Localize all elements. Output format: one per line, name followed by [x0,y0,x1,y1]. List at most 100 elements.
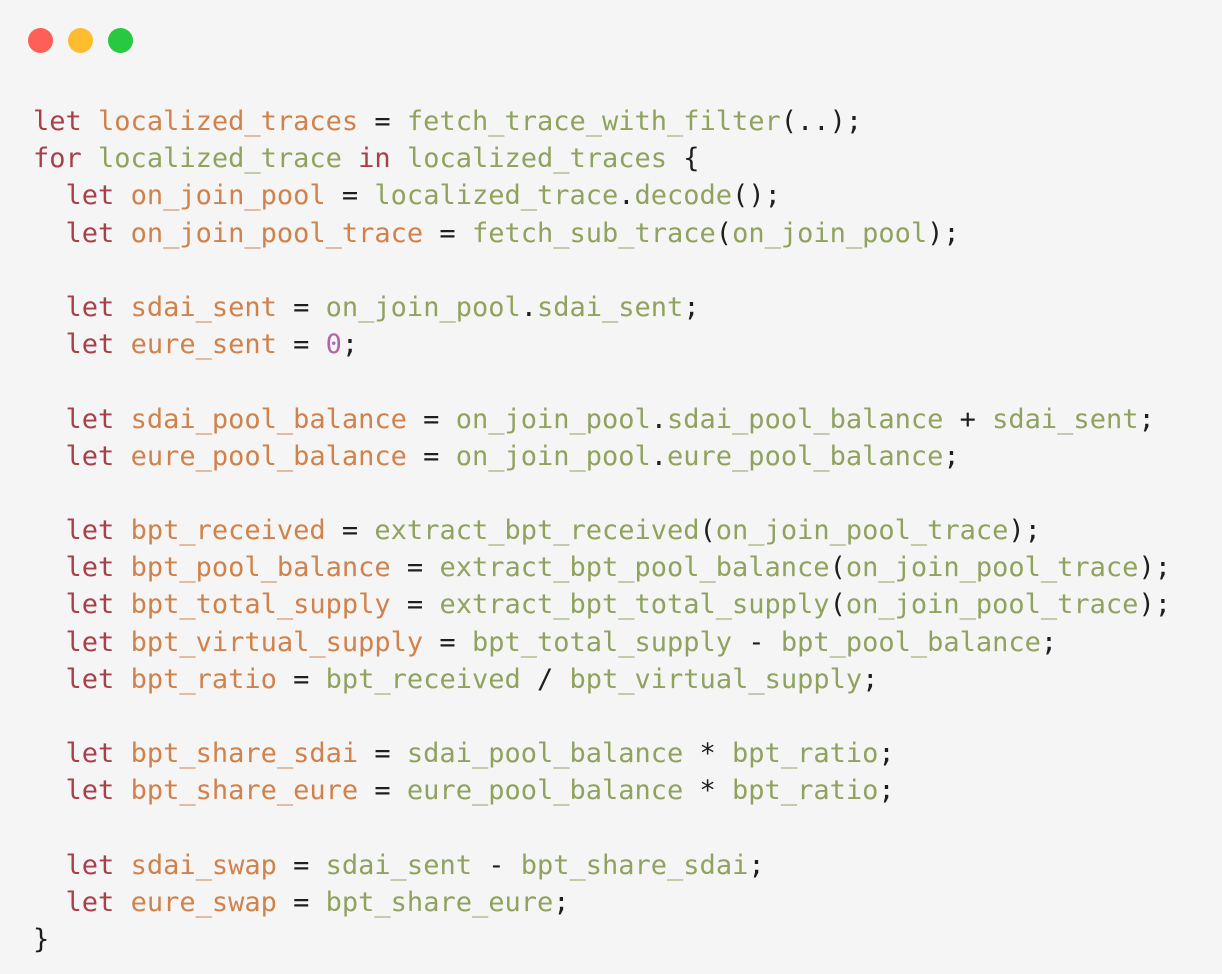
token-punctuation [33,441,66,472]
token-keyword: let [65,738,115,770]
code-line: let eure_pool_balance = on_join_pool.eur… [33,438,1171,475]
token-punctuation: } [33,924,50,956]
window-controls [28,28,133,53]
token-identifier: localized_traces [406,143,668,175]
token-punctuation: = [325,180,375,212]
token-punctuation [114,850,130,881]
code-line: } [33,921,1171,958]
token-identifier: on_join_pool [325,291,521,323]
token-keyword: let [65,291,115,323]
token-punctuation: = [358,775,407,807]
token-punctuation [391,143,407,174]
token-keyword: let [65,515,115,547]
minimize-button[interactable] [68,28,93,53]
token-punctuation [114,552,130,583]
token-identifier: localized_trace [98,143,342,175]
code-line: let sdai_swap = sdai_sent - bpt_share_sd… [33,847,1171,884]
token-keyword: for [33,143,82,175]
token-punctuation: (..); [780,106,863,137]
token-punctuation: = [276,849,326,881]
token-punctuation [33,218,66,249]
token-variable: bpt_share_sdai [130,738,359,770]
token-punctuation [33,627,66,658]
token-keyword: let [65,217,115,249]
token-punctuation [33,552,66,583]
token-keyword: let [65,180,115,212]
code-line [33,698,1171,735]
token-keyword: let [65,886,115,918]
token-punctuation [82,106,98,137]
token-variable: localized_traces [98,106,359,137]
token-punctuation [33,589,66,620]
token-punctuation: ); [1138,552,1171,584]
token-punctuation [342,143,358,174]
token-variable: bpt_ratio [130,663,277,695]
token-punctuation [114,627,130,658]
token-punctuation [33,887,66,918]
token-punctuation [114,775,130,806]
code-line: let sdai_pool_balance = on_join_pool.sda… [33,401,1171,438]
token-variable: eure_swap [130,886,277,918]
token-punctuation: / [520,663,570,695]
token-punctuation: = [276,886,326,918]
token-punctuation: = [325,515,375,547]
token-identifier: bpt_pool_balance [780,626,1041,658]
code-line [33,810,1171,847]
token-punctuation: ; [1040,626,1058,658]
token-punctuation [114,329,130,360]
token-punctuation [114,180,130,211]
token-variable: sdai_swap [130,849,277,881]
token-identifier: bpt_ratio [732,738,879,770]
token-punctuation [33,404,66,435]
token-variable: bpt_received [130,515,326,547]
token-keyword: let [33,106,82,137]
token-identifier: sdai_sent [325,849,472,881]
code-line: let on_join_pool = localized_trace.decod… [33,177,1171,214]
code-line: let bpt_total_supply = extract_bpt_total… [33,586,1171,623]
code-line: let on_join_pool_trace = fetch_sub_trace… [33,215,1171,252]
token-identifier: bpt_virtual_supply [569,663,863,695]
code-line: let localized_traces = fetch_trace_with_… [33,103,1171,140]
token-punctuation: (); [732,180,781,212]
token-punctuation [114,292,130,323]
token-identifier: extract_bpt_received [374,515,700,547]
token-punctuation: = [276,329,326,361]
token-punctuation: ; [748,849,765,881]
token-identifier: on_join_pool [732,217,928,249]
token-keyword: let [65,403,115,435]
token-punctuation [114,441,130,472]
token-punctuation: { [667,143,700,175]
token-keyword: let [65,849,115,881]
token-punctuation: = [276,663,326,695]
token-identifier: extract_bpt_pool_balance [439,552,830,584]
token-punctuation: - [471,849,521,881]
token-punctuation [114,218,130,249]
code-line: let eure_swap = bpt_share_eure; [33,884,1171,921]
token-identifier: fetch_trace_with_filter [406,106,781,137]
token-punctuation [33,329,66,360]
token-keyword: let [65,552,115,584]
token-punctuation: = [358,738,407,770]
token-punctuation [33,515,66,546]
token-punctuation: ; [1138,403,1155,435]
token-punctuation [33,738,66,769]
token-keyword: let [65,440,115,472]
close-button[interactable] [28,28,53,53]
token-punctuation: ( [829,552,846,584]
maximize-button[interactable] [108,28,133,53]
code-line: let bpt_pool_balance = extract_bpt_pool_… [33,549,1171,586]
token-punctuation: ); [1138,589,1171,621]
token-identifier: extract_bpt_total_supply [439,589,830,621]
token-identifier: decode [634,180,733,212]
token-identifier: localized_trace [374,180,619,212]
code-line: let eure_sent = 0; [33,326,1171,363]
token-punctuation: + [943,403,993,435]
token-identifier: sdai_pool_balance [667,403,944,435]
token-punctuation: ; [862,663,879,695]
token-punctuation: . [520,291,537,323]
token-punctuation: * [683,738,733,770]
code-line: let bpt_share_eure = eure_pool_balance *… [33,772,1171,809]
token-punctuation [114,589,130,620]
token-punctuation [82,143,98,174]
